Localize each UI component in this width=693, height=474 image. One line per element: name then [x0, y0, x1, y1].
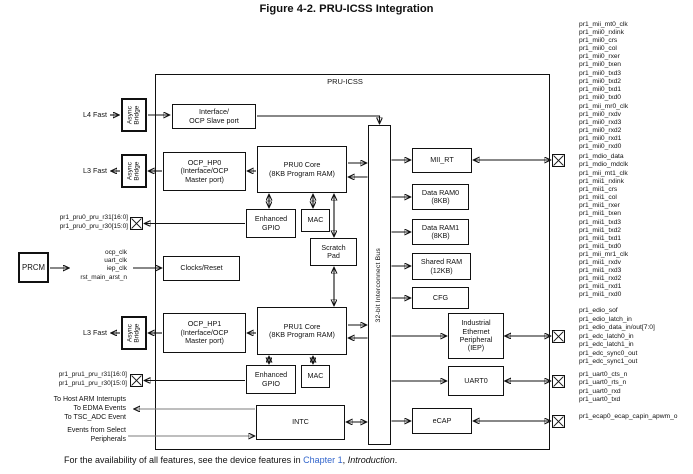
pru0-core-block: PRU0 Core (8KB Program RAM) [257, 146, 347, 193]
ocp-hp1-block: OCP_HP1 (Interface/OCP Master port) [163, 313, 246, 353]
io-pad-iep-icon [552, 330, 565, 343]
mac0-block: MAC [301, 209, 330, 232]
signals-edio: pr1_edio_sof pr1_edio_latch_in pr1_edio_… [579, 307, 655, 365]
events-in-label: Events from Select Peripherals [67, 427, 126, 443]
async-bridge-label: Async Bridge [126, 161, 141, 181]
data-ram0-block: Data RAM0 (8KB) [412, 184, 469, 210]
figure-title: Figure 4-2. PRU-ICSS Integration [259, 3, 434, 15]
async-bridge-l3-hp1-block: Async Bridge [121, 316, 147, 350]
mac1-block: MAC [301, 365, 330, 388]
figure-caption: For the availability of all features, se… [64, 455, 397, 465]
signals-uart0: pr1_uart0_cts_n pr1_uart0_rts_n pr1_uart… [579, 371, 628, 403]
async-bridge-label: Async Bridge [126, 323, 141, 343]
l3-fast-bottom-label: L3 Fast [83, 328, 107, 337]
signals-mii1-rx: pr1_mii_mr1_clk pr1_mii1_rxdv pr1_mii1_r… [579, 251, 629, 298]
data-ram1-block: Data RAM1 (8KB) [412, 219, 469, 245]
signals-mdio: pr1_mdio_data pr1_mdio_mdclk [579, 153, 629, 169]
io-pad-mii-icon [552, 154, 565, 167]
shared-ram-block: Shared RAM (12KB) [412, 253, 471, 280]
mii-rt-block: MII_RT [412, 148, 472, 173]
chapter-1-link[interactable]: Chapter 1 [303, 455, 343, 465]
interrupts-out-label: To Host ARM Interrupts To EDMA Events To… [53, 396, 126, 421]
io-pad-pru1-icon [130, 374, 143, 387]
interconnect-bus-block: 32-bit Interconnect Bus [368, 125, 391, 445]
clock-reset-signals: ocp_clk uart_clk iep_clk rst_main_arst_n [80, 249, 127, 281]
async-bridge-l4-block: Async Bridge [121, 98, 147, 132]
signals-mii0-rx: pr1_mii_mr0_clk pr1_mii0_rxdv pr1_mii0_r… [579, 103, 629, 151]
interconnect-bus-label: 32-bit Interconnect Bus [375, 247, 383, 323]
clocks-reset-block: Clocks/Reset [163, 256, 240, 281]
enhanced-gpio0-block: Enhanced GPIO [246, 209, 296, 238]
pru0-gpio-signals: pr1_pru0_pru_r31[16:0] pr1_pru0_pru_r30[… [59, 214, 128, 230]
l4-fast-label: L4 Fast [83, 110, 107, 119]
pru1-core-block: PRU1 Core (8KB Program RAM) [257, 307, 347, 355]
scratch-pad-block: Scratch Pad [310, 238, 357, 266]
ocp-hp0-block: OCP_HP0 (Interface/OCP Master port) [163, 152, 246, 191]
io-pad-uart-icon [552, 375, 565, 388]
signals-ecap: pr1_ecap0_ecap_capin_apwm_o [579, 413, 678, 420]
io-pad-pru0-icon [130, 217, 143, 230]
signals-mii0-tx: pr1_mii_mt0_clk pr1_mii0_rxlink pr1_mii0… [579, 21, 628, 101]
ecap-block: eCAP [412, 408, 472, 434]
caption-period: . [394, 455, 398, 465]
uart0-block: UART0 [448, 366, 504, 396]
l3-fast-top-label: L3 Fast [83, 166, 107, 175]
cfg-block: CFG [412, 287, 469, 309]
caption-text: For the availability of all features, se… [64, 455, 304, 465]
signals-mii1-tx: pr1_mii_mt1_clk pr1_mii1_rxlink pr1_mii1… [579, 170, 628, 250]
pru-icss-label: PRU-ICSS [327, 77, 363, 86]
caption-introduction: Introduction [347, 455, 395, 465]
iep-block: Industrial Ethernet Peripheral (IEP) [448, 313, 504, 359]
pru1-gpio-signals: pr1_pru1_pru_r31[16:0] pr1_pru1_pru_r30[… [58, 371, 127, 387]
enhanced-gpio1-block: Enhanced GPIO [246, 365, 296, 394]
caption-separator: , [342, 455, 348, 465]
async-bridge-l3-hp0-block: Async Bridge [121, 154, 147, 188]
prcm-block: PRCM [18, 252, 49, 283]
io-pad-ecap-icon [552, 415, 565, 428]
interface-ocp-slave-port-block: Interface/ OCP Slave port [172, 104, 256, 129]
intc-block: INTC [256, 405, 345, 440]
async-bridge-label: Async Bridge [126, 105, 141, 125]
